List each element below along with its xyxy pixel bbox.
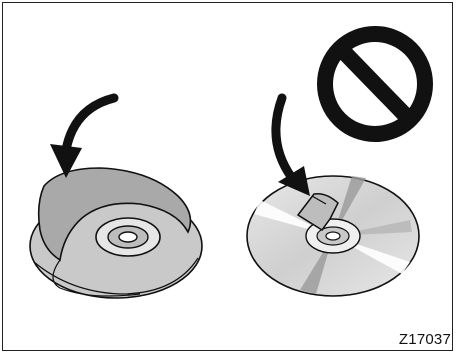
right-disc-with-label bbox=[247, 176, 419, 296]
left-disc-with-sleeve bbox=[30, 168, 202, 298]
curved-arrow-icon bbox=[50, 98, 114, 178]
no-symbol-icon bbox=[325, 34, 425, 134]
curved-arrow-icon bbox=[276, 98, 310, 196]
figure-code: Z17037 bbox=[399, 331, 451, 348]
